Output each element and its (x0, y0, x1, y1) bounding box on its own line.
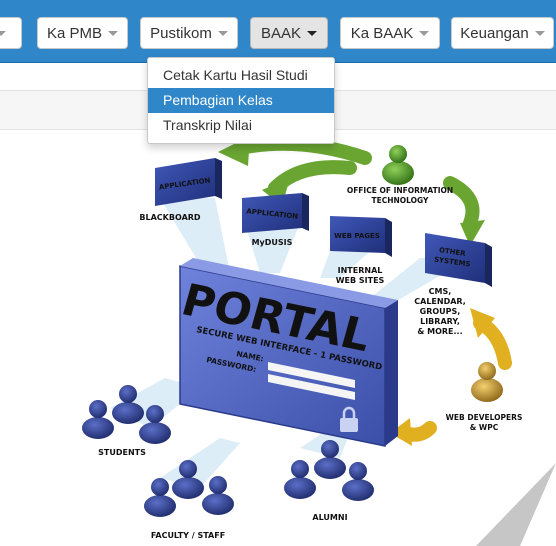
portal-block: PORTAL SECURE WEB INTERFACE - 1 PASSWORD… (176, 258, 398, 447)
faculty-label: FACULTY / STAFF (151, 531, 225, 540)
app-caption-line: LIBRARY, (420, 317, 460, 326)
login-name-field (268, 362, 355, 388)
students-person-icons (82, 385, 171, 444)
app-caption-line: CMS, (429, 287, 452, 296)
baak-dropdown-menu: Cetak Kartu Hasil Studi Pembagian Kelas … (147, 57, 335, 144)
lock-icon (340, 406, 358, 432)
app-caption-line: WEB SITES (336, 276, 385, 285)
app-box-mydusis: APPLICATION (242, 193, 309, 233)
top-navbar: Ka PMB Pustikom BAAK Ka BAAK Keuangan (0, 0, 556, 63)
app-box-label: OTHER (438, 246, 466, 258)
login-password-field (268, 374, 355, 400)
web-developer-person-icon (471, 362, 503, 402)
chevron-down-icon (307, 30, 318, 36)
office-it-label: TECHNOLOGY (372, 196, 430, 205)
alumni-label: ALUMNI (312, 513, 347, 522)
office-it-label: OFFICE OF INFORMATION (347, 186, 453, 195)
menu-item-cetak-khs[interactable]: Cetak Kartu Hasil Studi (163, 67, 308, 83)
portal-diagram: APPLICATION BLACKBOARD APPLICATION MyDUS… (82, 136, 556, 546)
nav-button-pustikom[interactable]: Pustikom (140, 17, 238, 49)
nav-button-baak[interactable]: BAAK (250, 17, 328, 49)
nav-button-partial[interactable] (0, 17, 22, 49)
app-caption-mydusis: MyDUSIS (252, 238, 293, 247)
app-caption-line: & MORE... (417, 327, 462, 336)
app-box-blackboard: APPLICATION (155, 158, 222, 206)
webdev-label: & WPC (470, 423, 499, 432)
faculty-person-icons (144, 460, 234, 517)
app-box-other-systems: OTHER SYSTEMS (425, 233, 492, 287)
menu-item-transkrip-nilai[interactable]: Transkrip Nilai (163, 117, 252, 133)
students-label: STUDENTS (98, 448, 146, 457)
app-box-label: WEB PAGES (334, 232, 380, 240)
nav-button-ka-baak[interactable]: Ka BAAK (340, 17, 440, 49)
chevron-down-icon (534, 30, 545, 36)
chevron-down-icon (217, 30, 228, 36)
alumni-person-icons (284, 440, 374, 501)
chevron-down-icon (108, 30, 119, 36)
page-curl (476, 463, 556, 546)
office-it-person-icon (382, 145, 414, 185)
app-box-web-pages: WEB PAGES (330, 216, 392, 257)
app-caption-line: CALENDAR, (414, 297, 466, 306)
nav-button-keuangan[interactable]: Keuangan (451, 17, 554, 49)
app-caption-blackboard: BLACKBOARD (139, 213, 200, 222)
nav-button-label: Pustikom (150, 24, 212, 42)
chevron-down-icon (419, 30, 430, 36)
nav-button-label: BAAK (260, 24, 302, 42)
app-caption-line: GROUPS, (420, 307, 461, 316)
nav-button-label: Ka BAAK (350, 24, 414, 42)
app-caption-line: INTERNAL (338, 266, 383, 275)
chevron-down-icon (0, 30, 6, 36)
nav-button-label: Keuangan (460, 24, 529, 42)
menu-item-pembagian-kelas[interactable]: Pembagian Kelas (148, 88, 334, 113)
nav-button-label: Ka PMB (46, 24, 103, 42)
nav-button-ka-pmb[interactable]: Ka PMB (37, 17, 128, 49)
webdev-label: WEB DEVELOPERS (446, 413, 523, 422)
